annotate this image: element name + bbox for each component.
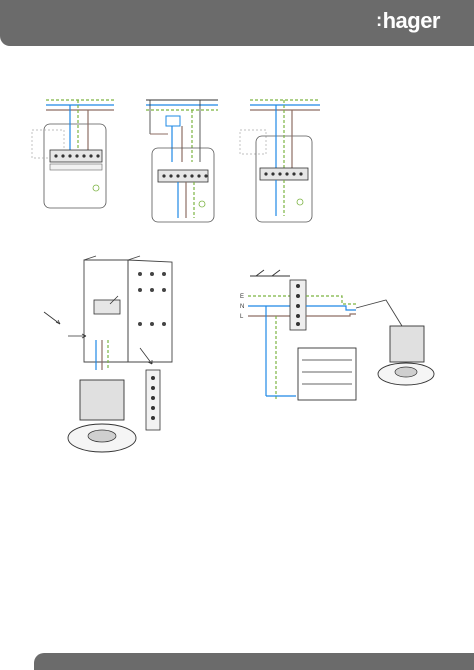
logo-text: hager [382, 8, 441, 33]
earth-symbol-icon [92, 184, 100, 192]
page-header: :hager [0, 0, 474, 46]
relay-box [165, 115, 181, 127]
terminal-label-live: L [240, 314, 244, 320]
socket-holes [138, 272, 166, 326]
supply-lines [46, 99, 114, 111]
wiring-diagram-1 [31, 99, 114, 209]
terminal-screws [264, 172, 303, 176]
inner-terminal [93, 299, 121, 315]
detector-enclosure [43, 123, 107, 209]
hager-logo: :hager [376, 8, 440, 34]
terminal-label-earth: E [240, 294, 244, 300]
existing-device-outline [31, 129, 65, 159]
supply-lines [250, 99, 320, 111]
ceiling-box [83, 255, 173, 363]
terminal-block [157, 169, 209, 183]
existing-device-outline [239, 129, 267, 155]
terminal-label-neutral: N [240, 304, 244, 310]
schematic-drawing: E N L [240, 269, 435, 401]
terminal-screws [162, 174, 208, 178]
detector-enclosure [151, 147, 215, 223]
supply-lines [146, 99, 218, 111]
connector-strip [145, 369, 161, 431]
lighting-load [297, 347, 357, 401]
switch-symbol [250, 269, 290, 277]
earth-symbol-icon [198, 200, 206, 208]
earth-symbol-icon [296, 198, 304, 206]
wiring-diagram-2 [146, 99, 218, 223]
installation-drawing [43, 255, 173, 453]
page-footer [34, 653, 474, 670]
terminal-screws [296, 284, 300, 326]
wiring-diagram-3 [239, 99, 320, 223]
detector-unit [67, 379, 137, 453]
terminal-screws [54, 154, 100, 158]
logo-dots-icon: : [376, 10, 382, 30]
detector-unit [377, 325, 435, 386]
